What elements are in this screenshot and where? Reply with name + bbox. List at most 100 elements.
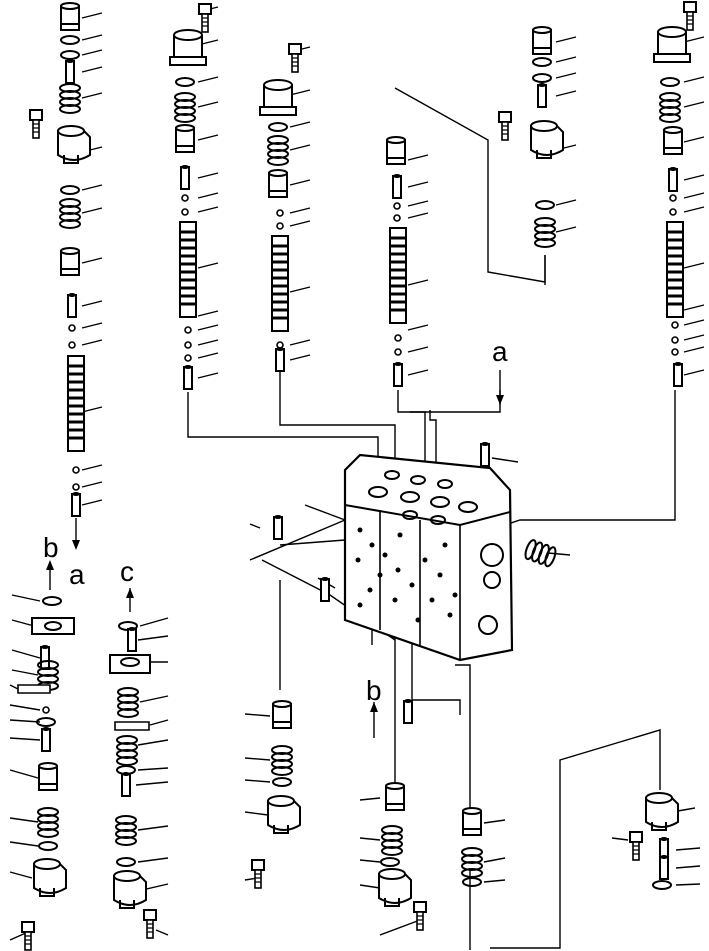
leader-line: [137, 857, 169, 863]
leader-line: [359, 884, 381, 889]
valve-body: [57, 125, 91, 164]
column-6-parts: [653, 1, 697, 387]
leader-line: [407, 346, 429, 353]
leader-line: [197, 192, 219, 199]
leader-line: [407, 200, 429, 207]
leader-line: [683, 76, 705, 83]
leader-line: [81, 34, 103, 41]
leader-line: [197, 324, 219, 331]
leader-line: [683, 346, 705, 353]
leader-line: [81, 49, 103, 56]
leader-line: [683, 174, 705, 181]
leader-line: [81, 300, 103, 307]
spool: [66, 354, 86, 453]
leader-line: [683, 101, 705, 108]
leader-line: [244, 757, 271, 761]
leader-line: [407, 369, 429, 376]
leader-line: [137, 767, 169, 771]
callout-a-top: a: [492, 336, 508, 367]
bottom-center-assembly-1: [251, 700, 301, 889]
leader-line: [81, 207, 103, 214]
leader-line: [249, 523, 261, 529]
leader-line: [197, 262, 219, 269]
leader-line: [81, 339, 103, 346]
leader-line: [407, 279, 429, 286]
callout-b-left: b: [43, 532, 59, 563]
leader-line: [683, 136, 705, 143]
leader-line: [289, 207, 311, 214]
column-5-parts: [498, 26, 564, 248]
leader-line: [675, 847, 701, 851]
leader-line: [683, 304, 705, 311]
leader-line: [197, 76, 219, 83]
leader-line: [555, 56, 577, 63]
leader-line: [197, 134, 219, 141]
bottom-left-assembly: [17, 560, 75, 951]
leader-line: [289, 89, 311, 96]
leader-line: [81, 66, 103, 73]
leader-line: [407, 181, 429, 188]
leader-line: [149, 719, 169, 726]
leader-line: [683, 334, 705, 341]
leader-line: [11, 594, 41, 602]
leader-line: [289, 179, 311, 186]
leader-line: [197, 372, 219, 379]
leader-line: [155, 929, 169, 936]
leader-line: [555, 90, 577, 97]
leader-line: [555, 226, 577, 233]
leader-line: [379, 919, 421, 936]
bottom-center-assembly-3: [461, 807, 483, 887]
column-3-parts: [259, 43, 302, 372]
leader-line: [683, 369, 705, 376]
bottom-left-assembly-2: [109, 588, 157, 939]
leader-line: [683, 319, 705, 326]
leader-line: [9, 704, 41, 711]
leader-line: [683, 36, 705, 43]
leader-line: [197, 352, 219, 359]
leader-line: [483, 819, 506, 824]
leader-line: [675, 883, 701, 886]
leader-line: [289, 144, 311, 151]
leader-line: [81, 257, 103, 264]
leader-line: [683, 262, 705, 269]
leader-line: [81, 92, 103, 99]
leader-line: [407, 154, 429, 161]
leader-line: [9, 719, 41, 723]
arrow-b-center: [370, 702, 378, 738]
leader-line: [675, 865, 701, 869]
leader-line: [139, 695, 169, 703]
leader-line: [483, 857, 506, 863]
leader-line: [139, 617, 169, 627]
leader-line: [81, 12, 103, 19]
leader-line: [81, 464, 103, 471]
leader-line: [289, 339, 311, 346]
leader-line: [9, 769, 39, 779]
leader-line: [11, 619, 35, 627]
leader-line: [611, 837, 629, 841]
leader-line: [81, 406, 103, 413]
leader-line: [289, 121, 311, 128]
leader-line: [491, 457, 519, 463]
leader-line: [407, 324, 429, 331]
leader-line: [683, 206, 705, 213]
top-plug: [60, 2, 80, 31]
leader-line: [9, 841, 39, 847]
leader-line: [683, 192, 705, 199]
leader-line: [244, 811, 269, 816]
leader-line: [11, 669, 39, 676]
left-column-parts: [29, 2, 91, 550]
leader-line: [407, 212, 429, 219]
leader-line: [359, 837, 381, 841]
leader-line: [547, 552, 571, 556]
leader-line: [304, 504, 346, 521]
main-valve-block: [343, 453, 514, 662]
leader-line: [359, 797, 381, 801]
leader-line: [197, 172, 219, 179]
leader-line: [289, 354, 311, 361]
leader-line: [81, 499, 103, 506]
callout-c-left: c: [120, 556, 134, 587]
leader-line: [81, 322, 103, 329]
arrow-a-top: [496, 370, 504, 405]
